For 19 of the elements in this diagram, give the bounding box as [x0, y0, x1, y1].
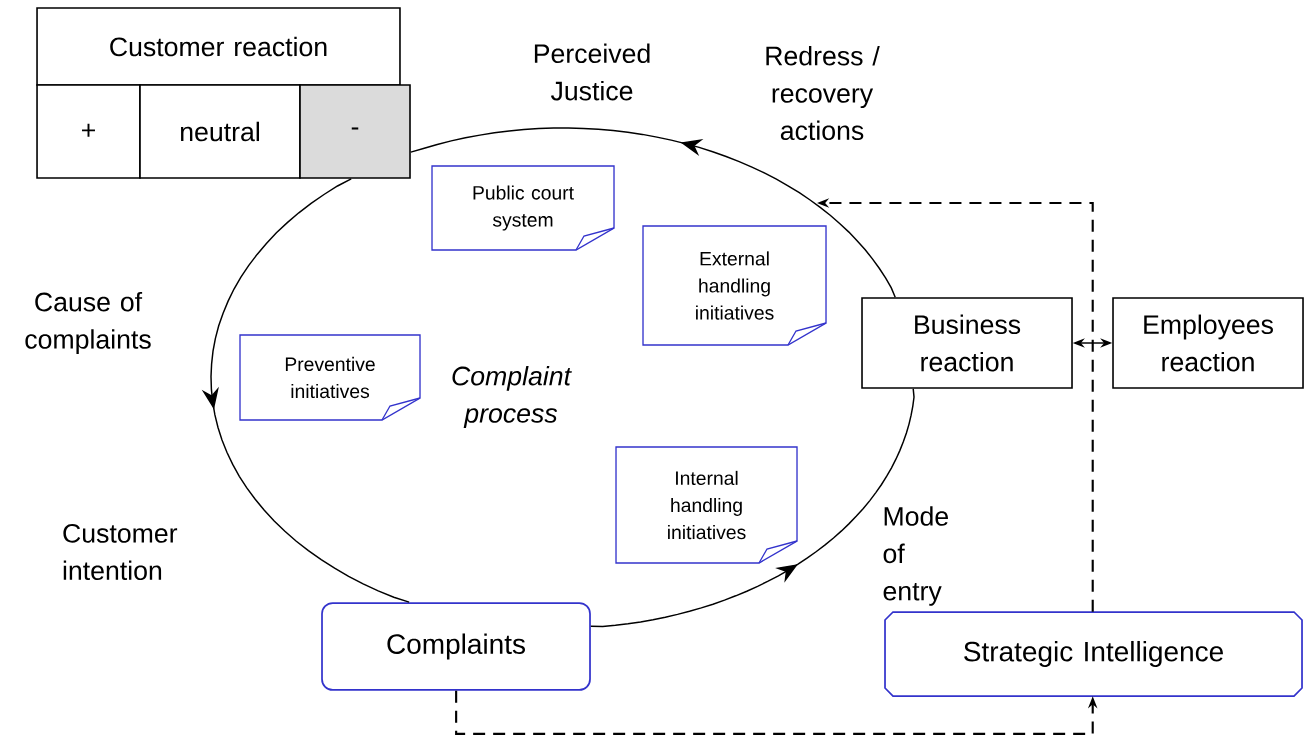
text-box: Employees reaction: [1112, 297, 1304, 389]
table-cell: neutral: [139, 84, 301, 179]
table-cell: -: [299, 84, 411, 179]
note-box: Preventive initiatives: [239, 334, 421, 421]
text-label: Customer intention: [63, 523, 178, 581]
text-label: Cause of complaints: [25, 291, 151, 355]
table-cell: +: [36, 84, 141, 179]
text-label: Complaint process: [452, 365, 572, 429]
rounded-box: Strategic Intelligence: [884, 611, 1303, 697]
curved-arrow: [410, 127, 896, 298]
text-label: Redress / recovery actions: [766, 45, 880, 141]
text-label: Perceived Justice: [534, 43, 650, 101]
note-box: Public court system: [431, 165, 615, 251]
curved-arrow: [590, 388, 915, 628]
note-box: External handling initiatives: [642, 225, 827, 346]
text-box: Business reaction: [861, 297, 1073, 389]
rounded-box: Complaints: [321, 602, 591, 691]
note-box: Internal handling initiatives: [615, 446, 798, 564]
text-label: Mode of entry: [883, 506, 948, 606]
